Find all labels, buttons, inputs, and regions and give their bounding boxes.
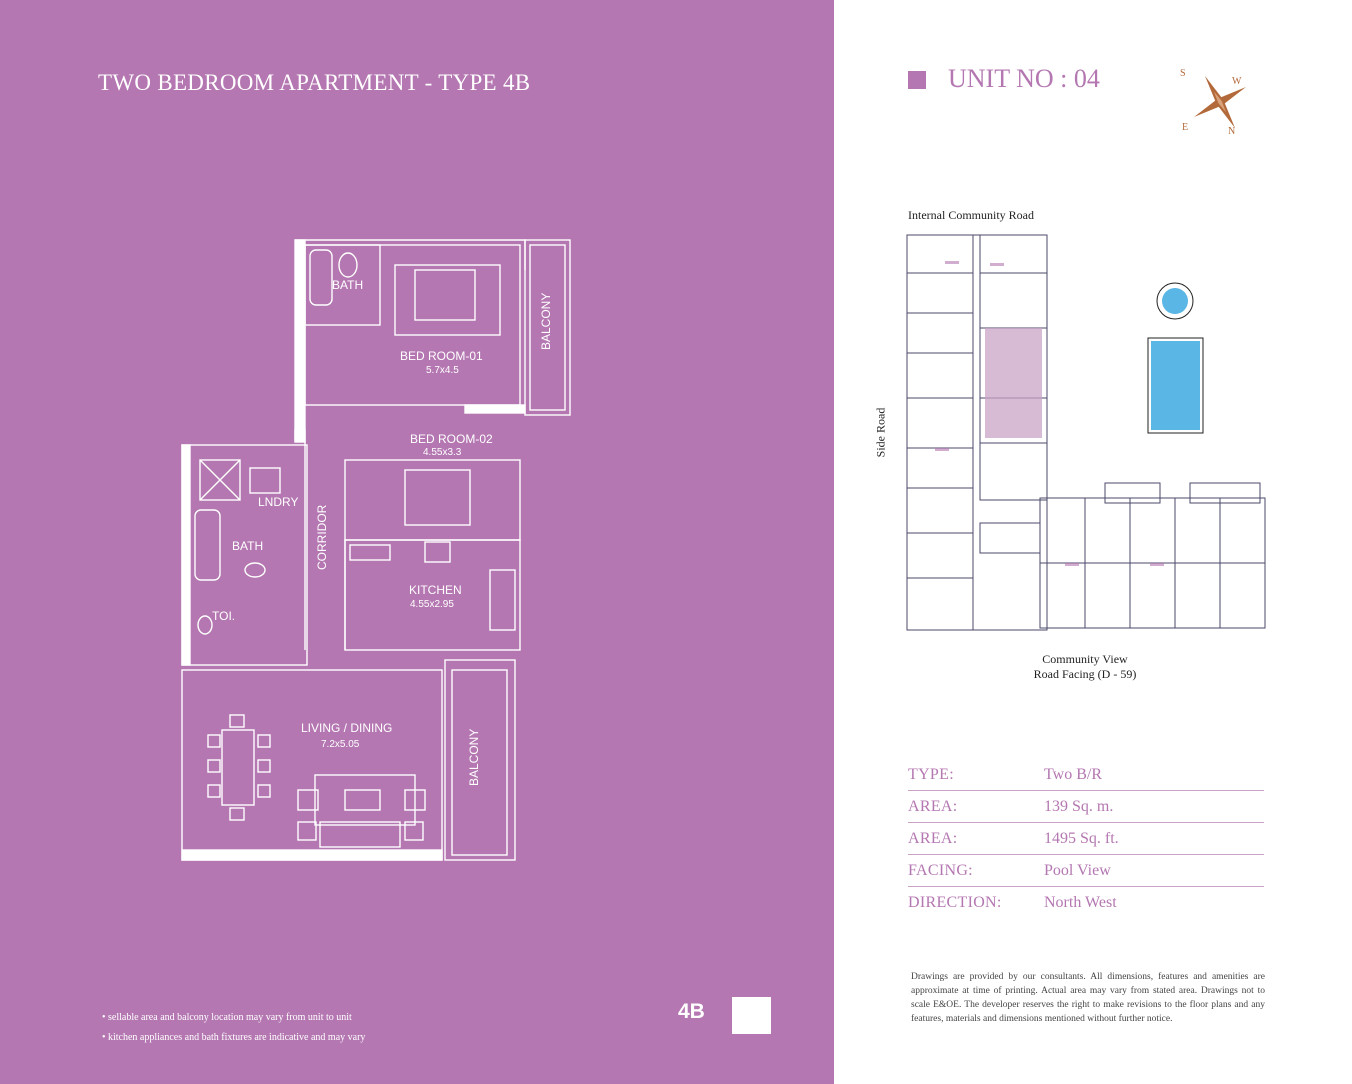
wall-bed1-bottom: [464, 404, 526, 414]
note-item: • kitchen appliances and bath fixtures a…: [102, 1032, 366, 1043]
compass-e: E: [1182, 122, 1188, 133]
unit-info-panel: [834, 0, 1352, 1084]
info-key: TYPE:: [908, 765, 954, 783]
laundry-label: LNDRY: [258, 495, 298, 509]
info-row: AREA: 1495 Sq. ft.: [908, 823, 1264, 855]
info-key: AREA:: [908, 829, 958, 847]
type-marker-box: [732, 997, 771, 1034]
info-value: 139 Sq. m.: [1044, 797, 1114, 815]
compass-w: W: [1232, 76, 1242, 87]
note-item: • sellable area and balcony location may…: [102, 1012, 352, 1023]
bedroom1-label: BED ROOM-01: [400, 349, 483, 363]
corridor-label: CORRIDOR: [315, 504, 329, 570]
living-label: LIVING / DINING: [301, 721, 392, 735]
type-code: 4B: [678, 1000, 705, 1023]
floor-plan-panel: TWO BEDROOM APARTMENT - TYPE 4B: [0, 0, 834, 1084]
info-row: AREA: 139 Sq. m.: [908, 791, 1264, 823]
balcony1-label: BALCONY: [539, 293, 553, 350]
wall-left-upper: [294, 239, 306, 441]
info-row: TYPE: Two B/R: [908, 759, 1264, 791]
info-value: Two B/R: [1044, 765, 1102, 783]
info-value: Pool View: [1044, 861, 1111, 879]
info-key: DIRECTION:: [908, 893, 1002, 911]
compass-s: S: [1180, 68, 1186, 79]
unit-marker-icon: [908, 71, 926, 89]
balcony-1: [524, 239, 571, 416]
living-dim: 7.2x5.05: [321, 739, 360, 750]
highlighted-unit: [985, 328, 1042, 438]
page-title: TWO BEDROOM APARTMENT - TYPE 4B: [98, 70, 531, 95]
keyplan-top-label: Internal Community Road: [908, 208, 1034, 222]
info-key: AREA:: [908, 797, 958, 815]
keyplan-side-label: Side Road: [873, 407, 888, 458]
plan-notes: • sellable area and balcony location may…: [102, 1008, 365, 1048]
apartment-floor-plan: BATH BED ROOM-01 5.7x4.5 BALCONY BED ROO…: [181, 239, 571, 861]
toilet-label: TOI.: [212, 609, 235, 623]
info-row: DIRECTION: North West: [908, 887, 1264, 918]
bath1-label: BATH: [332, 278, 363, 292]
disclaimer-text: Drawings are provided by our consultants…: [911, 972, 1265, 1024]
balcony-2: [444, 659, 516, 861]
info-value: 1495 Sq. ft.: [1044, 829, 1119, 847]
unit-number: UNIT NO : 04: [948, 64, 1100, 93]
info-row: FACING: Pool View: [908, 855, 1264, 887]
kitchen-dim: 4.55x2.95: [410, 599, 454, 610]
bedroom2-label: BED ROOM-02: [410, 432, 493, 446]
compass-n: N: [1228, 126, 1235, 137]
compass-rose-icon: S W E N: [1180, 68, 1246, 137]
balcony2-label: BALCONY: [467, 729, 481, 786]
bedroom1-dim: 5.7x4.5: [426, 365, 459, 376]
info-key: FACING:: [908, 861, 973, 879]
bath2-label: BATH: [232, 539, 263, 553]
keyplan-bottom-label: Community View Road Facing (D - 59): [1010, 652, 1160, 682]
kitchen-label: KITCHEN: [409, 583, 462, 597]
keyplan-bottom-line2: Road Facing (D - 59): [1033, 667, 1137, 681]
info-value: North West: [1044, 893, 1117, 911]
bedroom2-dim: 4.55x3.3: [423, 447, 462, 458]
unit-info-table: TYPE: Two B/R AREA: 139 Sq. m. AREA: 149…: [908, 759, 1264, 918]
keyplan-bottom-line1: Community View: [1042, 652, 1128, 666]
building-key-plan: [906, 234, 1266, 631]
